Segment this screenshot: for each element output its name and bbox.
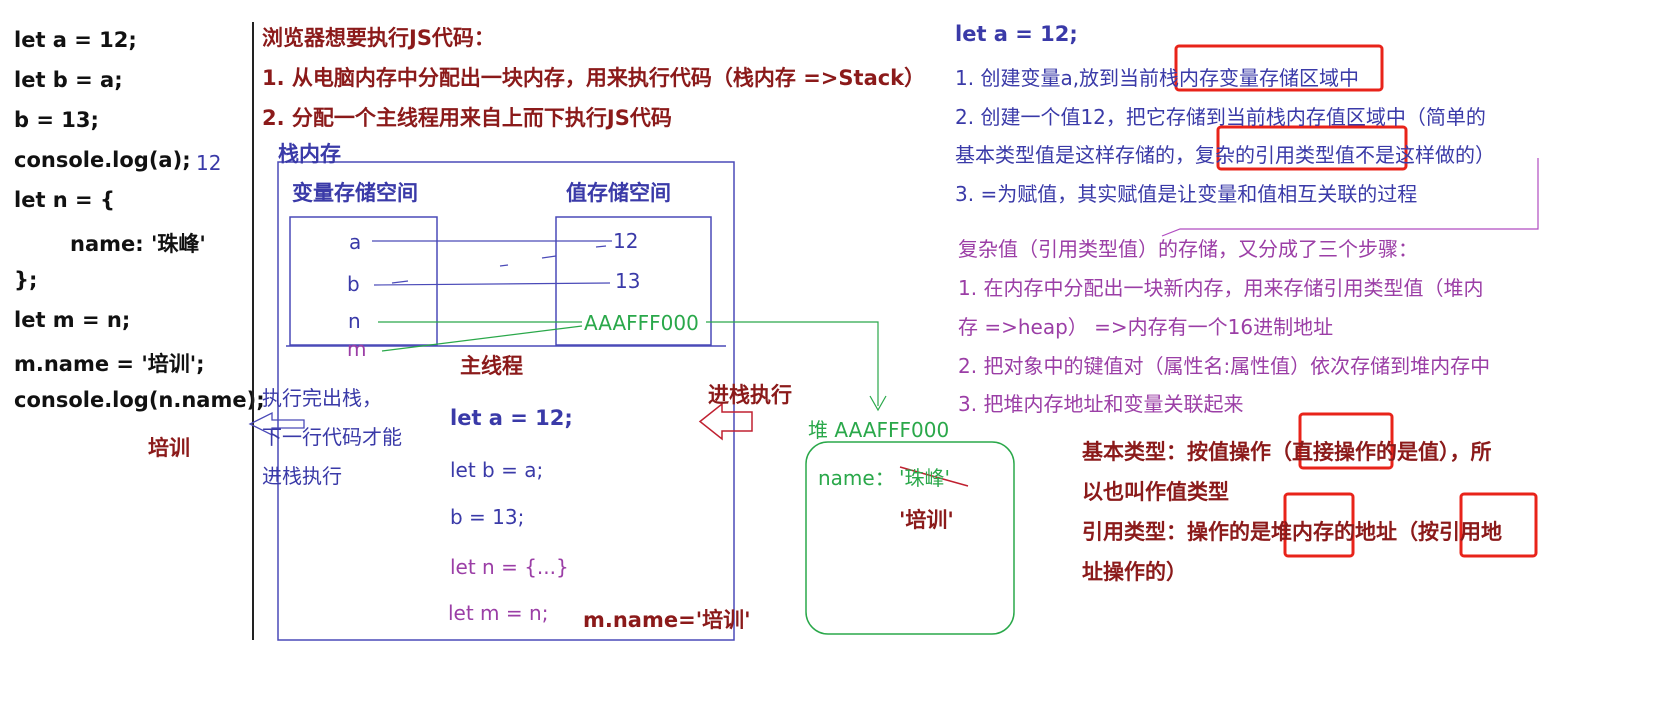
heap-label: 堆 AAAFFF000 [808, 418, 950, 442]
code-line: console.log(a); [14, 148, 191, 172]
m-name-statement: m.name='培训' [583, 608, 751, 632]
purple-line: 3. 把堆内存地址和变量关联起来 [958, 392, 1244, 416]
var-space-box [289, 216, 438, 346]
heap-key: name： [818, 466, 895, 490]
highlight-box [1216, 125, 1408, 171]
console-output-a: 12 [196, 151, 222, 175]
push-arrow-icon [698, 402, 753, 441]
highlight-box [1298, 412, 1394, 470]
code-line: }; [14, 268, 38, 292]
purple-line: 复杂值（引用类型值）的存储，又分成了三个步骤： [958, 237, 1418, 261]
right-line: 3. =为赋值，其实赋值是让变量和值相互关联的过程 [955, 182, 1418, 206]
link-value-heap [706, 321, 879, 406]
purple-line: 存 =>heap） =>内存有一个16进制地址 [958, 315, 1334, 339]
right-line: 2. 创建一个值12，把它存储到当前栈内存值区域中（简单的 [955, 105, 1486, 129]
push-label: 进栈执行 [708, 383, 792, 407]
pop-note-line: 执行完出栈， [262, 386, 382, 410]
var-m: m [347, 337, 367, 361]
exec-line: let m = n; [448, 601, 549, 625]
link-m-heap [381, 325, 583, 352]
exec-line: let a = 12; [450, 406, 573, 430]
step-2: 2. 分配一个主线程用来自上而下执行JS代码 [262, 106, 672, 130]
var-a: a [349, 230, 362, 254]
summary-line: 址操作的） [1082, 560, 1187, 584]
value-address: AAAFFF000 [584, 311, 699, 335]
var-n: n [348, 309, 361, 333]
highlight-box [1459, 492, 1538, 558]
purple-line: 2. 把对象中的键值对（属性名:属性值）依次存储到堆内存中 [958, 354, 1491, 378]
var-b: b [347, 272, 360, 296]
highlight-box [1283, 492, 1355, 558]
stack-label: 栈内存 [278, 142, 341, 166]
main-thread-label: 主线程 [460, 354, 523, 378]
right-line: 1. 创建变量a,放到当前栈内存变量存储区域中 [955, 66, 1360, 90]
code-line: let b = a; [14, 68, 123, 92]
value-13: 13 [615, 269, 641, 293]
strike-old-value [899, 466, 969, 487]
code-line: console.log(n.name); [14, 388, 265, 412]
code-line: let a = 12; [14, 28, 137, 52]
step-1: 1. 从电脑内存中分配出一块内存，用来执行代码（栈内存 =>Stack） [262, 66, 926, 90]
stack-box [277, 161, 735, 641]
purple-line: 1. 在内存中分配出一块新内存，用来存储引用类型值（堆内 [958, 276, 1484, 300]
exec-line: let b = a; [450, 458, 544, 482]
purple-connector [1161, 158, 1539, 237]
pop-note-line: 下一行代码才能 [262, 425, 402, 449]
value-12: 12 [613, 229, 639, 253]
summary-line: 引用类型：操作的是堆内存的地址（按引用地 [1082, 520, 1502, 544]
code-line: let n = { [14, 188, 115, 212]
val-space-box [555, 216, 712, 346]
intro-title: 浏览器想要执行JS代码： [262, 26, 495, 50]
val-space-label: 值存储空间 [566, 181, 671, 205]
heap-old-value: '珠峰' [899, 466, 950, 490]
right-line: 基本类型值是这样存储的，复杂的引用类型值不是这样做的） [955, 143, 1495, 167]
code-line: b = 13; [14, 108, 99, 132]
code-line: let m = n; [14, 308, 131, 332]
summary-line: 基本类型：按值操作（直接操作的是值），所 [1082, 440, 1492, 464]
summary-line: 以也叫作值类型 [1082, 480, 1229, 504]
console-output-name: 培训 [148, 436, 190, 460]
highlight-box [1174, 44, 1384, 92]
heap-box [805, 441, 1015, 635]
link-b-13 [373, 282, 611, 286]
exec-line: let n = {...} [450, 555, 569, 579]
exec-line: b = 13; [450, 505, 525, 529]
code-line: m.name = '培训'; [14, 352, 205, 376]
code-line: name: '珠峰' [70, 232, 206, 256]
pop-arrow-icon [248, 411, 305, 437]
right-title: let a = 12; [955, 22, 1078, 46]
heap-new-value: '培训' [899, 508, 954, 532]
pop-note-line: 进栈执行 [262, 464, 342, 488]
var-space-label: 变量存储空间 [292, 181, 418, 205]
